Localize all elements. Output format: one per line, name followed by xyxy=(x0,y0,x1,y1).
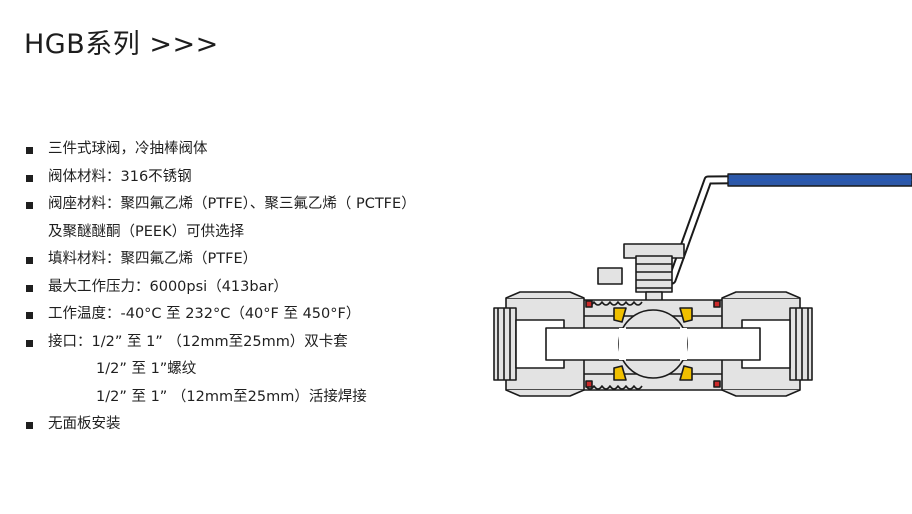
page-title: HGB系列 >>> xyxy=(24,29,219,60)
spec-item: 阀座材料：聚四氟乙烯（PTFE）、聚三氟乙烯（ PCTFE） xyxy=(24,191,484,219)
spec-item: 最大工作压力：6000psi（413bar） xyxy=(24,274,484,302)
handle-lever xyxy=(667,173,912,285)
left-end-connector xyxy=(493,291,585,397)
spec-item-sub: 1/2” 至 1” （12mm至25mm）活接焊接 xyxy=(96,388,367,405)
body-seals xyxy=(585,300,721,388)
valve-seats xyxy=(613,307,693,381)
spec-list: 三件式球阀，冷抽棒阀体 阀体材料：316不锈钢 阀座材料：聚四氟乙烯（PTFE）… xyxy=(24,136,484,439)
spec-item: 阀体材料：316不锈钢 xyxy=(24,164,484,192)
ball-valve-cross-section-illustration xyxy=(493,173,912,397)
spec-item: 填料材料：聚四氟乙烯（PTFE） xyxy=(24,246,484,274)
spec-item: 无面板安装 xyxy=(24,411,484,439)
spec-item-sub: 1/2” 至 1”螺纹 xyxy=(96,361,197,377)
stem-assembly xyxy=(597,243,685,315)
spec-item: 工作温度：-40°C 至 232°C（40°F 至 450°F） xyxy=(24,301,484,329)
spec-item: 三件式球阀，冷抽棒阀体 xyxy=(24,136,484,164)
spec-item: 接口：1/2” 至 1” （12mm至25mm）双卡套 xyxy=(24,329,484,357)
spec-item-continuation: 及聚醚醚酮（PEEK）可供选择 xyxy=(48,223,245,240)
